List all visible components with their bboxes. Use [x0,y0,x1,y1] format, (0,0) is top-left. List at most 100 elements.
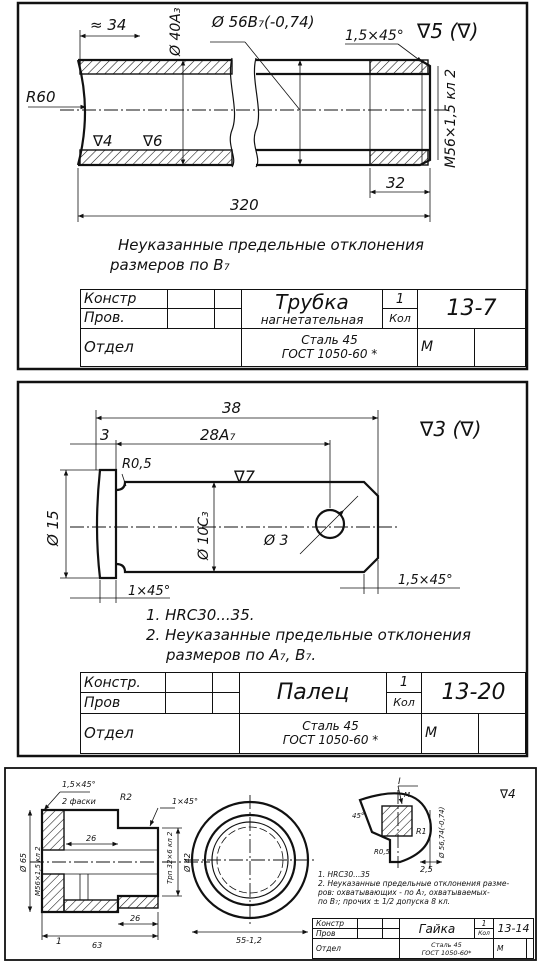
dim-63: 63 [92,941,102,950]
dim-r60: R60 [26,88,56,106]
tb-material-1: Сталь 45 [431,940,462,949]
tb-material-2: ГОСТ 1050-60 * [281,347,378,362]
sheet2-note-2: 2. Неуказанные предельные отклонения [146,626,471,644]
dim-r05: R0,5 [374,848,391,856]
tb-material-1: Сталь 45 [301,333,358,348]
rough-4: ∇4 [92,132,113,150]
dim-28a7: 28A₇ [200,426,235,444]
dim-d15: Ø 15 [44,510,62,547]
tb-material-1: Сталь 45 [302,719,359,734]
dim-chamfer-15: 1,5×45° [62,780,96,789]
mark-1: 1 [56,937,62,947]
sheet2-note-1: 1. HRC30...35. [146,606,255,624]
tb-konstr: Констр. [80,671,166,694]
sheet3-title-block: Констр Гайка 1 13-14 Пров Кол Отдел Стал… [312,918,534,959]
sheet3-note-1: 1. HRC30...35 [318,870,370,879]
sheet3-notes: 1. HRC30...35 2. Неуказанные предельные … [318,870,509,906]
sheet3-frame [4,767,537,961]
dim-d56: Ø 56B₇(-0,74) [211,13,314,31]
sheet1-note-line2: размеров по B₇ [110,256,230,274]
dim-3: 3 [100,426,110,444]
sheet2-frame [16,380,529,758]
tb-prov: Пров [312,928,358,939]
dim-55: 55-1,2 [236,936,262,945]
tb-prov: Пров [80,692,166,714]
section-label-i: I [398,777,401,787]
dim-45: 45° [352,812,364,820]
tb-name-sub: нагнетательная [260,312,364,327]
roughness-sheet1: ∇5 (∇) [416,19,478,43]
tb-material: Сталь 45 ГОСТ 1050-60 * [241,327,418,367]
tb-name-main: Трубка [275,289,349,314]
sheet3-note-2: 2. Неуказанные предельные отклонения раз… [318,879,510,888]
tb-qty: 1 [386,671,422,694]
sheet2-note-3: размеров по A₇, B₇. [166,646,317,664]
tb-material-2: ГОСТ 1050-60 * [282,733,379,748]
tb-material: Сталь 45 ГОСТ 1050-60 * [239,712,422,754]
dim-chamfer-15: 1,5×45° [398,573,453,588]
sheet3-note-3: ров: охватывающих - по A₇, охватываемых- [318,888,490,897]
dim-thread: M56×1,5 кл 2 [34,846,42,896]
tb-m: М [493,938,527,959]
dim-38: 38 [222,399,241,417]
dim-chamfer: 1,5×45° [345,28,404,44]
tb-name: Трубка нагнетательная [241,289,383,329]
sheet3-nut-drawing [27,785,442,940]
dim-d65: Ø 65 [18,853,28,873]
tb-otdel: Отдел [312,938,400,959]
dim-d3: Ø 3 [263,533,288,549]
dim-d42: Ø 42 [182,853,192,873]
tb-konstr: Констр [80,288,168,310]
tb-material: Сталь 45 ГОСТ 1050-60* [399,938,494,959]
dim-34: ≈ 34 [90,16,126,34]
sheet1-dimension-labels: ≈ 34 Ø 40A₃ Ø 56B₇(-0,74) 1,5×45° ∇5 (∇)… [26,7,478,214]
tb-otdel: Отдел [80,712,240,754]
sheet3-dimension-labels: 1,5×45° 2 фаски R2 1×45° Ø 65 M56×1,5 кл… [18,777,516,950]
sheet3-note-4: по B₇; прочих ± 1/2 допуска 8 кл. [318,897,451,906]
dim-26b: 26 [130,914,140,923]
dim-r1: R1 [416,827,427,836]
dim-r05: R0,5 [122,457,152,472]
sheet1-note-line1: Неуказанные предельные отклонения [118,236,424,254]
tb-name: Гайка [399,918,475,939]
section-scale: М [404,791,410,799]
tb-m: М [417,327,475,367]
roughness-sheet3: ∇4 [499,787,516,801]
dim-d10c3: Ø 10C₃ [196,511,212,561]
tb-prov: Пров. [80,308,168,329]
tb-number: 13-20 [421,672,526,714]
dim-chamfer-1: 1×45° [128,584,170,599]
tb-qty: 1 [382,288,418,310]
roughness-sheet2: ∇3 (∇) [419,417,481,441]
dim-thread: M56×1,5 кл 2 [443,69,459,168]
sheet1-tube-drawing [28,30,445,222]
tb-konstr: Констр [312,918,358,929]
sheet1-title-block: Констр Трубка нагнетательная 1 13-7 Пров… [80,288,526,367]
rough-6: ∇6 [142,132,163,150]
dim-d56: Ø 56,74(-0,74) [438,806,446,859]
tb-m: М [421,712,479,754]
sheet2-pin-drawing [60,410,460,603]
dim-chamfer-1: 1×45° [172,797,198,806]
sheet2-title-block: Констр. Палец 1 13-20 Пров Кол Отдел Ста… [80,671,526,754]
dim-32: 32 [386,174,405,192]
tb-qty-label: Кол [386,692,422,714]
tb-name: Палец [239,672,387,714]
sheet1-frame [16,1,529,371]
dim-26a: 26 [86,834,96,843]
dim-chamfer-note: 2 фаски [62,797,96,806]
dim-r2: R2 [120,793,132,803]
tb-material-2: ГОСТ 1050-60* [421,948,472,957]
sheet2-dimension-labels: 38 28A₇ 3 R0,5 ∇7 ∇3 (∇) Ø 15 Ø 10C₃ Ø 3… [44,399,481,599]
tb-number: 13-14 [493,918,534,939]
dim-25: 2,5 [420,865,433,874]
tb-qty: 1 [474,918,494,929]
dim-trap: Трп 32×6 кл 2 [166,831,174,884]
tb-qty-label: Кол [382,308,418,329]
tb-number: 13-7 [417,289,526,329]
dim-d40: Ø 40A₃ [168,7,184,57]
tb-otdel: Отдел [80,327,242,367]
dim-320: 320 [230,196,259,214]
tb-qty-label: Кол [474,928,494,939]
